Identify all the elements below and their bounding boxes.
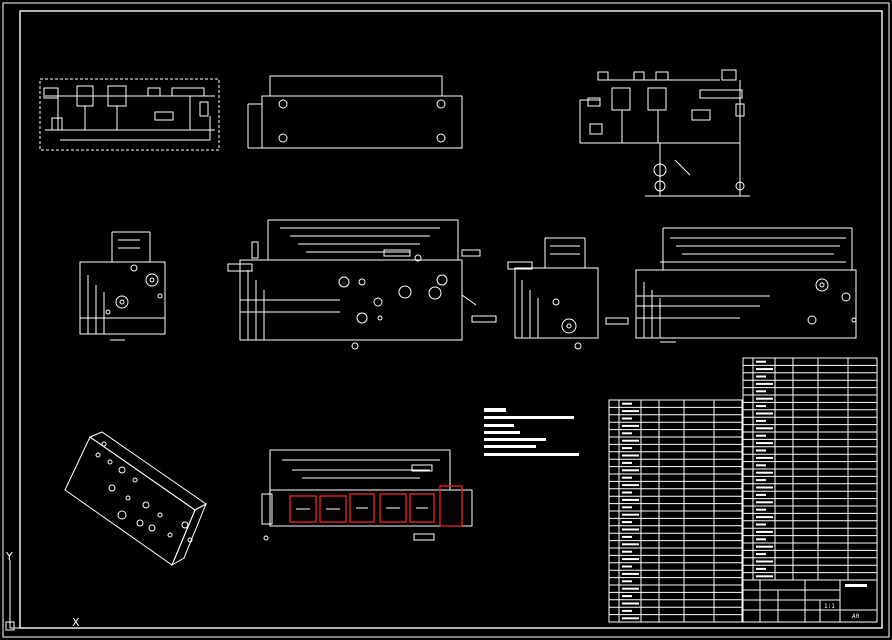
table-cell-text-mark [756,375,766,378]
parts-list-table-right [742,357,878,581]
technical-requirements-notes [484,408,579,456]
table-cell-text-mark [622,439,639,442]
schematic-top-right [579,69,750,197]
table-cell-text-mark [622,491,632,494]
table-cell-text-mark [756,560,773,563]
manifold-front-view [227,219,497,350]
table-cell-text-mark [756,516,773,519]
valve-4 [379,493,407,523]
valve-1 [289,495,317,523]
table-cell-text-mark [756,479,766,482]
table-cell-text-mark [622,543,639,546]
table-cell-text-mark [756,368,773,371]
table-cell-text-mark [622,587,639,590]
title-block-sheet: A0 [852,613,860,620]
table-cell-text-mark [756,442,773,445]
table-cell-text-mark [622,402,632,405]
table-cell-text-mark [622,498,639,501]
table-cell-text-mark [622,580,632,583]
valve-6 [439,485,463,527]
table-cell-text-mark [622,454,639,457]
table-cell-text-mark [622,432,632,435]
table-cell-text-mark [622,565,632,568]
table-cell-text-mark [622,484,639,487]
ucs-y-label: Y [5,550,13,563]
table-cell-text-mark [756,493,766,496]
inner-frame [19,10,883,629]
table-cell-text-mark [622,572,639,575]
table-cell-text-mark [756,397,773,400]
table-cell-text-mark [756,419,766,422]
manifold-side-view-right [507,237,629,350]
manifold-top-view [635,227,857,343]
valve-3 [349,493,375,523]
table-cell-text-mark [756,456,773,459]
ucs-x-label: X [72,616,80,629]
title-block-scale: 1:1 [824,603,835,610]
table-cell-text-mark [756,575,773,578]
table-cell-text-mark [756,360,766,363]
ucs-axis-icon: Y X [5,550,82,631]
table-cell-text-mark [756,567,766,570]
table-cell-text-mark [622,535,632,538]
manifold-isometric-view [64,431,207,567]
table-cell-text-mark [622,521,632,524]
title-block: 1:1 A0 [742,579,878,623]
table-cell-text-mark [622,447,632,450]
table-cell-text-mark [622,469,639,472]
table-cell-text-mark [756,390,766,393]
manifold-side-view-left [79,231,166,341]
table-cell-text-mark [756,434,766,437]
table-cell-text-mark [756,553,766,556]
table-cell-text-mark [756,464,766,467]
table-cell-text-mark [622,513,639,516]
valve-stack-assembly [261,449,473,541]
table-cell-text-mark [622,528,639,531]
table-cell-text-mark [622,595,632,598]
table-cell-text-mark [622,461,632,464]
table-cell-text-mark [756,538,766,541]
table-cell-text-mark [756,508,766,511]
table-cell-text-mark [756,449,766,452]
table-cell-text-mark [756,545,773,548]
schematic-top-left [39,78,220,151]
table-cell-text-mark [622,558,639,561]
table-cell-text-mark [622,476,632,479]
table-cell-text-mark [756,523,766,526]
valve-2 [319,495,347,523]
table-cell-text-mark [622,410,639,413]
parts-list-table-left [608,399,743,623]
table-cell-text-mark [756,530,773,533]
table-cell-text-mark [622,609,632,612]
table-cell-text-mark [622,550,632,553]
table-cell-text-mark [622,417,632,420]
valve-5 [409,493,435,523]
table-cell-text-mark [622,506,632,509]
table-cell-text-mark [756,427,773,430]
table-cell-text-mark [622,424,639,427]
table-cell-text-mark [756,412,773,415]
table-cell-text-mark [756,501,773,504]
table-cell-text-mark [756,405,766,408]
table-cell-text-mark [756,486,773,489]
table-cell-text-mark [756,471,773,474]
table-cell-text-mark [622,602,639,605]
table-cell-text-mark [622,617,639,620]
manifold-plate-top [247,75,463,149]
table-cell-text-mark [756,382,773,385]
